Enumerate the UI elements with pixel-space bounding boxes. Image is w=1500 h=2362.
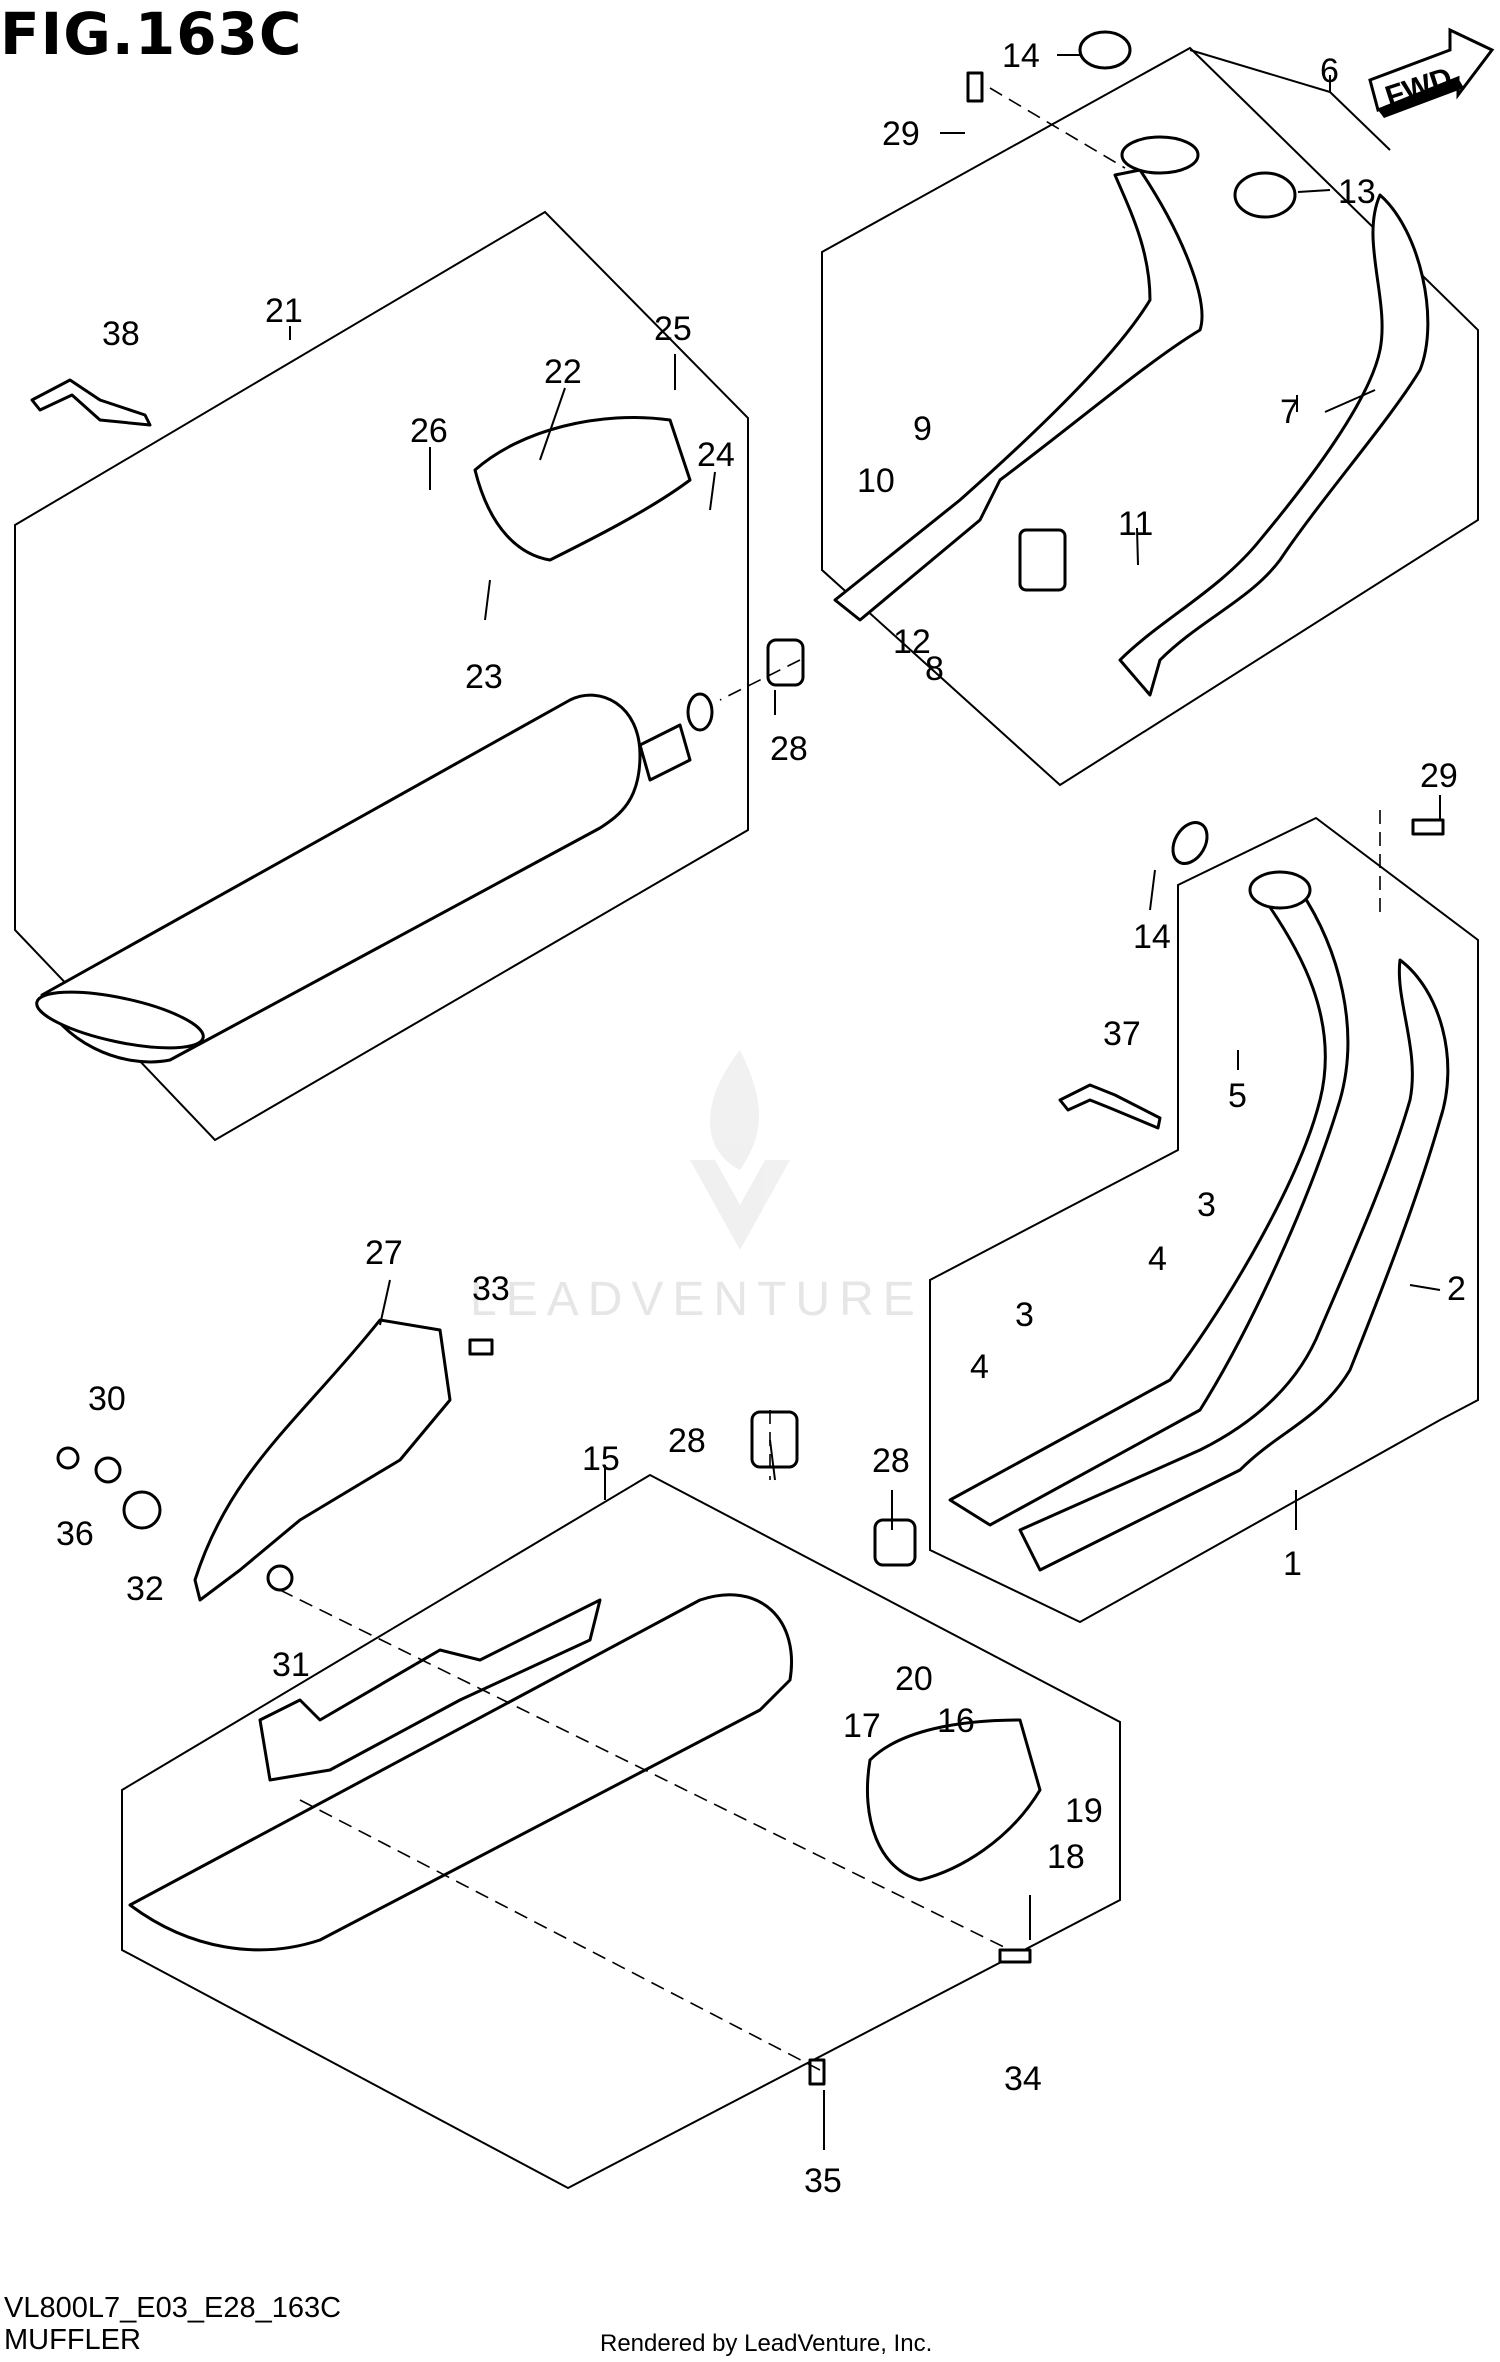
callout-23: 23	[465, 658, 503, 696]
callout-12: 12	[893, 623, 931, 661]
group-box-6	[821, 46, 1479, 787]
callout-35: 35	[804, 2162, 842, 2200]
callout-8: 8	[925, 650, 944, 688]
sensor-38	[30, 378, 152, 427]
figure-title: FIG.163C	[0, 0, 303, 68]
exhaust-pipe-6	[833, 135, 1204, 622]
watermark: LEADVENTURE	[470, 1273, 924, 1326]
pipe-cover-2	[1018, 958, 1450, 1572]
callout-2: 2	[1447, 1270, 1466, 1308]
group-box-15	[121, 1473, 1121, 2190]
callout-20: 20	[895, 1660, 933, 1698]
exhaust-pipe-1	[948, 870, 1350, 1527]
gasket-14-right	[1171, 821, 1209, 865]
clamp-13	[1233, 171, 1297, 219]
pipe-cover-7	[1118, 193, 1430, 697]
watermark-logo	[690, 1050, 790, 1250]
drawing-code: VL800L7_E03_E28_163C	[4, 2292, 342, 2324]
callout-22: 22	[544, 353, 582, 391]
heat-shield-16	[865, 1718, 1042, 1882]
callout-16: 16	[937, 1702, 975, 1740]
sleeve-28-c	[873, 1518, 917, 1567]
callout-labels: 1 2 3 3 4 4 5 6 7 8 9 10 11 12 13 14 14 …	[56, 37, 1466, 2200]
callout-19: 19	[1065, 1792, 1103, 1830]
callout-11: 11	[1118, 505, 1153, 543]
group-box-21	[14, 210, 749, 1142]
callout-5: 5	[1228, 1077, 1247, 1115]
callout-28c: 28	[872, 1442, 910, 1480]
gasket-14-top	[1078, 30, 1132, 70]
callout-29a: 29	[882, 115, 920, 153]
muffler-15	[128, 1593, 793, 1952]
callout-4b: 4	[970, 1348, 989, 1386]
bracket-27	[193, 1318, 452, 1602]
callout-24: 24	[697, 436, 735, 474]
callout-7: 7	[1280, 393, 1299, 431]
callout-37: 37	[1103, 1015, 1141, 1053]
callout-32: 32	[126, 1570, 164, 1608]
section-name: MUFFLER	[4, 2324, 141, 2356]
callout-29b: 29	[1420, 757, 1458, 795]
heat-shield-22	[473, 416, 692, 562]
callout-36: 36	[56, 1515, 94, 1553]
render-credit: Rendered by LeadVenture, Inc.	[600, 2330, 933, 2357]
callout-14b: 14	[1133, 918, 1171, 956]
callout-10: 10	[857, 462, 895, 500]
fwd-arrow-icon: FWD	[1368, 27, 1495, 118]
callout-21: 21	[265, 292, 303, 330]
callout-17: 17	[843, 1707, 881, 1745]
callout-30: 30	[88, 1380, 126, 1418]
callout-25: 25	[654, 310, 692, 348]
callout-28b: 28	[770, 730, 808, 768]
callout-3a: 3	[1197, 1186, 1216, 1224]
callout-33: 33	[472, 1270, 510, 1308]
callout-15: 15	[582, 1440, 620, 1478]
group-box-1	[929, 816, 1479, 1624]
bolts	[56, 71, 1445, 2086]
callout-28a: 28	[668, 1422, 706, 1460]
callout-6: 6	[1320, 52, 1339, 90]
callout-13: 13	[1338, 173, 1376, 211]
sleeve-28-a	[766, 638, 805, 687]
callout-31: 31	[272, 1646, 310, 1684]
callout-14a: 14	[1002, 37, 1040, 75]
muffler-21	[35, 692, 714, 1064]
callout-3b: 3	[1015, 1296, 1034, 1334]
callout-38: 38	[102, 315, 140, 353]
callout-1: 1	[1283, 1545, 1302, 1583]
fwd-label: FWD	[1381, 61, 1456, 113]
callout-4a: 4	[1148, 1240, 1167, 1278]
callout-9: 9	[913, 410, 932, 448]
sensor-37	[1058, 1083, 1162, 1130]
callout-26: 26	[410, 412, 448, 450]
callout-34: 34	[1004, 2060, 1042, 2098]
sleeve-28-b	[750, 1410, 799, 1469]
leader-lines	[289, 49, 1441, 2150]
callout-27: 27	[365, 1234, 403, 1272]
callout-18: 18	[1047, 1838, 1085, 1876]
